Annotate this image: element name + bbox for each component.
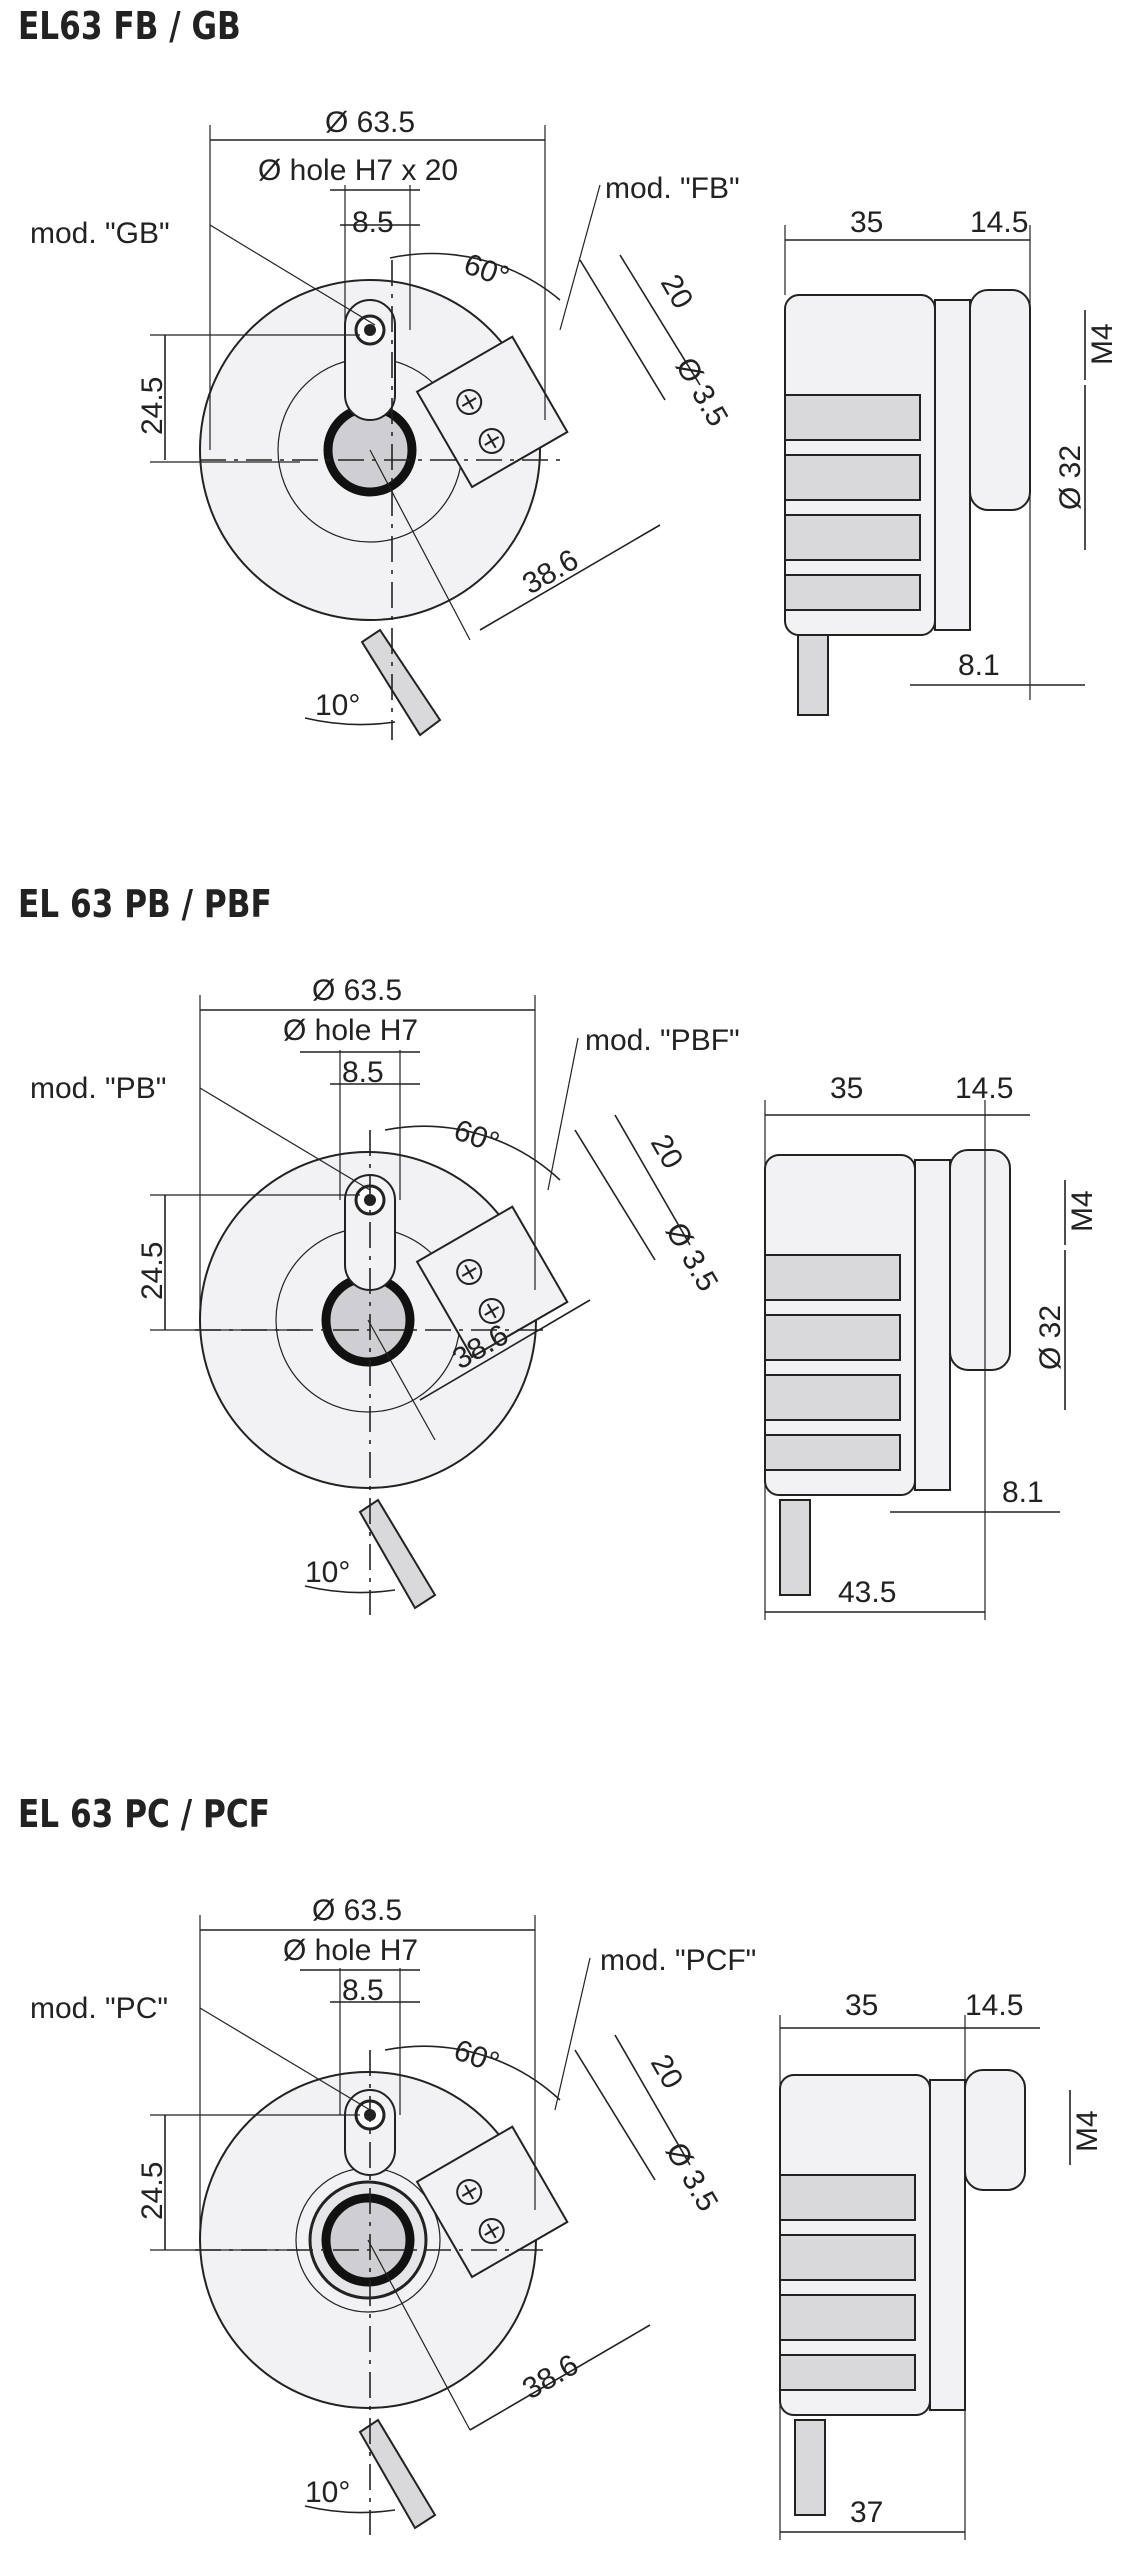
mod-left-label: mod. "PB"	[30, 1072, 166, 1105]
side-dim-35: 35	[850, 206, 883, 239]
side-clamp	[949, 1149, 1011, 1371]
section-title: EL63 FB / GB	[18, 4, 241, 48]
dim-hole: Ø hole H7	[283, 1934, 418, 1967]
dim-diameter-outer: Ø 63.5	[325, 106, 415, 139]
dim-height: 24.5	[136, 377, 169, 435]
drawing-pb-pbf: Ø 63.5 Ø hole H7 8.5 60° 24.5 mod. "PB" …	[30, 974, 1099, 1620]
dim-height: 24.5	[136, 1242, 169, 1300]
dim-width: 8.5	[352, 206, 394, 239]
mod-left-label: mod. "PC"	[30, 1992, 168, 2025]
section-el63-pc-pcf: EL 63 PC / PCF Ø 63.5	[0, 1770, 1130, 2560]
dim-diameter-3-5: Ø 3.5	[659, 2137, 724, 2217]
dim-20: 20	[654, 269, 699, 314]
side-dim-m4: M4	[1086, 323, 1119, 365]
mod-right-label: mod. "PCF"	[600, 1944, 756, 1977]
mod-right-label: mod. "FB"	[605, 172, 740, 205]
side-cable	[779, 1499, 811, 1596]
dim-diameter-3-5: Ø 3.5	[659, 1217, 724, 1297]
cable	[360, 628, 442, 737]
drawing-fb-gb: Ø 63.5 Ø hole H7 x 20 8.5 60° 24.5 mod. …	[30, 106, 1119, 740]
dim-38-6: 38.6	[517, 543, 584, 601]
clamp-bracket	[415, 1205, 569, 1359]
dim-hole: Ø hole H7	[283, 1014, 418, 1047]
section-title: EL 63 PB / PBF	[18, 882, 272, 926]
side-dim-14-5: 14.5	[955, 1072, 1013, 1105]
dim-angle-60: 60°	[460, 248, 514, 295]
dim-hole: Ø hole H7 x 20	[258, 154, 458, 187]
side-dim-m4: M4	[1066, 1190, 1099, 1232]
cable	[358, 2418, 437, 2530]
dim-20: 20	[644, 2049, 689, 2094]
dim-height: 24.5	[136, 2162, 169, 2220]
dim-width: 8.5	[342, 1056, 384, 1089]
mod-right-label: mod. "PBF"	[585, 1024, 740, 1057]
dim-angle-10: 10°	[305, 2476, 350, 2509]
side-dim-8-1: 8.1	[1002, 1476, 1044, 1509]
dim-diameter-outer: Ø 63.5	[312, 1894, 402, 1927]
dim-width: 8.5	[342, 1974, 384, 2007]
side-dim-14-5: 14.5	[965, 1989, 1023, 2022]
dim-diameter-3-5: Ø 3.5	[669, 352, 734, 432]
side-dim-35: 35	[830, 1072, 863, 1105]
section-el63-fb-gb: EL63 FB / GB	[0, 0, 1130, 840]
side-dim-8-1: 8.1	[958, 649, 1000, 682]
side-dim-35: 35	[845, 1989, 878, 2022]
leader-mod-right	[559, 184, 601, 331]
side-dim-14-5: 14.5	[970, 206, 1028, 239]
drawing-pc-pcf: Ø 63.5 Ø hole H7 8.5 60° 24.5 mod. "PC" …	[30, 1894, 1104, 2540]
side-dim-m4: M4	[1071, 2110, 1104, 2152]
side-clamp	[964, 2069, 1026, 2191]
clamp-bracket	[415, 335, 569, 489]
side-cable	[794, 2419, 826, 2516]
dim-angle-10: 10°	[305, 1556, 350, 1589]
leader-mod-left	[209, 224, 376, 326]
side-dim-diameter-32: Ø 32	[1054, 445, 1087, 510]
side-dim-37: 37	[850, 2496, 883, 2529]
side-dim-diameter-32: Ø 32	[1034, 1305, 1067, 1370]
dim-diameter-outer: Ø 63.5	[312, 974, 402, 1007]
mod-left-label: mod. "GB"	[30, 217, 170, 250]
cable	[358, 1498, 437, 1610]
section-title: EL 63 PC / PCF	[18, 1792, 270, 1836]
dim-angle-60: 60°	[450, 2034, 504, 2081]
dim-20: 20	[644, 1129, 689, 1174]
dim-angle-60: 60°	[450, 1114, 504, 1161]
section-el63-pb-pbf: EL 63 PB / PBF Ø 63.5 Ø	[0, 860, 1130, 1740]
side-dim-43-5: 43.5	[838, 1576, 896, 1609]
dim-angle-10: 10°	[315, 689, 360, 722]
clamp-bracket	[415, 2125, 569, 2279]
side-cable	[797, 634, 829, 716]
side-clamp	[969, 289, 1031, 511]
